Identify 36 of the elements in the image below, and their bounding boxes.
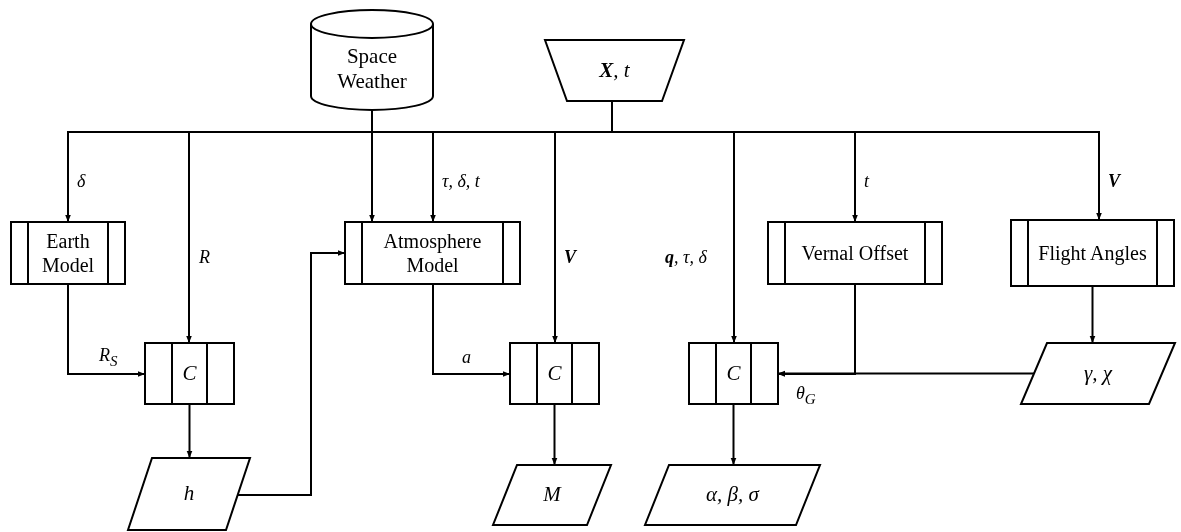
- edge-label: τ, δ, t: [441, 172, 481, 192]
- process-box: [510, 343, 599, 404]
- arrow: [186, 403, 193, 459]
- node-label: C: [547, 360, 562, 387]
- data-parallelogram: [1021, 343, 1175, 404]
- node-label: h: [183, 481, 195, 507]
- arrow: [1089, 285, 1096, 344]
- node-label: X, t: [599, 57, 630, 84]
- node-label: Flight Angles: [1038, 241, 1147, 265]
- arrow: [369, 109, 375, 223]
- edge-label: q, τ, δ: [664, 248, 708, 268]
- node-label: Space Weather: [336, 42, 408, 95]
- arrow: [432, 283, 511, 377]
- arrow: [237, 250, 346, 496]
- process-box: [11, 222, 125, 284]
- process-box: [145, 343, 234, 404]
- process-box: [1011, 220, 1174, 286]
- process-box: [689, 343, 778, 404]
- input-trapezoid: [545, 40, 684, 101]
- data-parallelogram: [493, 465, 611, 525]
- node-label: C: [182, 360, 197, 387]
- node-label: Earth Model: [40, 229, 96, 277]
- process-box: [768, 222, 942, 284]
- data-parallelogram: [128, 458, 250, 530]
- arrow: [67, 283, 146, 377]
- node-label: Vernal Offset: [801, 241, 909, 265]
- node-label: Atmosphere Model: [382, 229, 483, 277]
- process-box: [345, 222, 520, 284]
- node-label: C: [726, 360, 741, 387]
- node-label: α, β, σ: [706, 482, 759, 508]
- data-parallelogram: [645, 465, 820, 525]
- node-label: γ, χ: [1084, 360, 1112, 387]
- arrow: [551, 403, 558, 466]
- node-label: M: [543, 482, 561, 508]
- database-cylinder: [311, 10, 433, 110]
- arrow: [730, 403, 737, 466]
